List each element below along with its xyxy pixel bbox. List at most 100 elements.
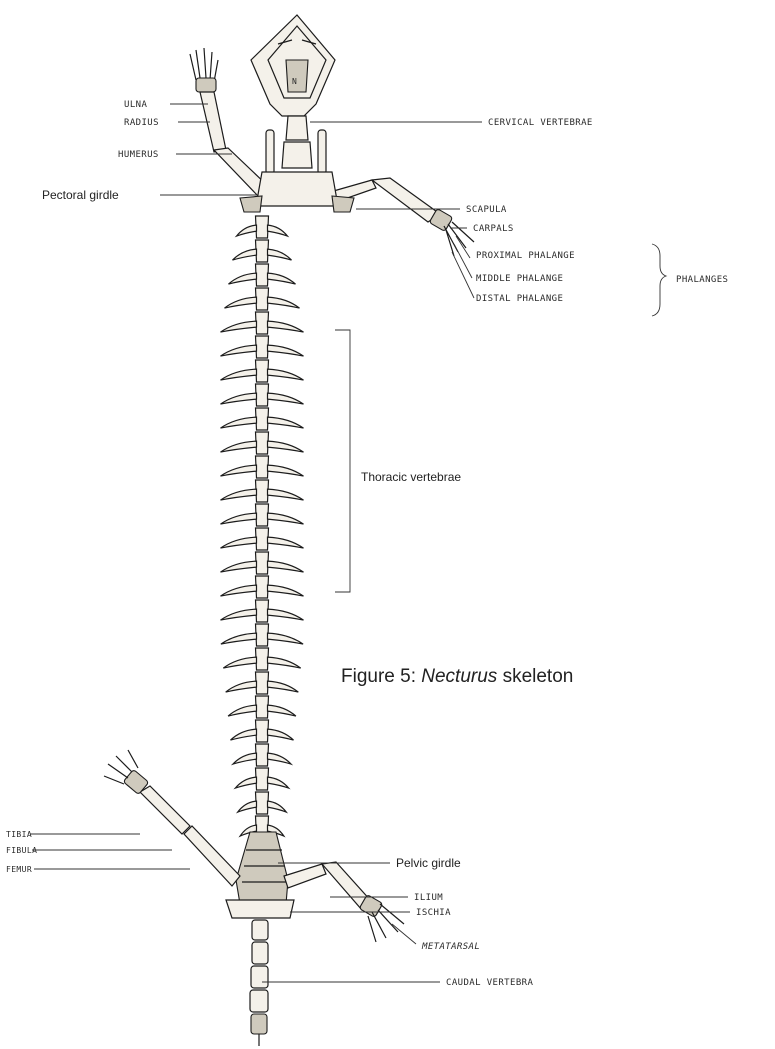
rib-right <box>268 417 304 428</box>
rib-right <box>268 321 304 332</box>
skull: N <box>251 15 335 116</box>
vertebra <box>256 720 269 742</box>
vertebra <box>256 648 269 670</box>
rib-left <box>231 729 257 740</box>
vertebra <box>256 576 269 598</box>
label-radius: RADIUS <box>124 118 159 128</box>
vertebra <box>256 624 269 646</box>
rib-left <box>233 753 257 764</box>
rib-right <box>268 753 292 764</box>
rib-left <box>226 681 257 692</box>
rib-left <box>233 249 257 260</box>
rib-right <box>268 729 294 740</box>
figure-caption: Figure 5: Necturus skeleton <box>341 666 573 688</box>
label-phalanges: PHALANGES <box>676 275 728 285</box>
rib-right <box>268 345 304 356</box>
rib-left <box>221 345 257 356</box>
rib-left <box>237 225 257 236</box>
vertebra <box>256 600 269 622</box>
rib-left <box>221 393 257 404</box>
label-fibula: FIBULA <box>6 846 37 855</box>
label-femur: FEMUR <box>6 865 32 874</box>
caption-suffix: skeleton <box>497 666 573 687</box>
rib-right <box>268 441 304 452</box>
rib-left <box>221 321 257 332</box>
rib-left <box>221 369 257 380</box>
right-forelimb <box>330 178 474 256</box>
vertebra <box>256 264 269 286</box>
vertebra <box>256 696 269 718</box>
label-humerus: HUMERUS <box>118 150 159 160</box>
vertebra <box>256 360 269 382</box>
vertebra <box>256 408 269 430</box>
vertebra <box>256 528 269 550</box>
rib-left <box>221 513 257 524</box>
vertebra <box>256 312 269 334</box>
vertebra <box>256 792 269 814</box>
caption-genus: Necturus <box>421 666 497 687</box>
vertebra <box>256 216 269 238</box>
label-ilium: ILIUM <box>414 893 443 903</box>
rib-left <box>221 585 257 596</box>
label-ischia: ISCHIA <box>416 908 451 918</box>
rib-left <box>221 441 257 452</box>
label-carpals: CARPALS <box>473 224 514 234</box>
rib-left <box>223 657 256 668</box>
rib-right <box>268 561 304 572</box>
left-hindlimb <box>104 750 240 886</box>
rib-right <box>268 465 304 476</box>
label-cervical-vertebrae: CERVICAL VERTEBRAE <box>488 118 593 128</box>
rib-right <box>268 777 289 788</box>
right-hindlimb <box>284 862 404 942</box>
rib-right <box>268 537 304 548</box>
rib-left <box>221 609 257 620</box>
label-thoracic-vertebrae: Thoracic vertebrae <box>361 470 461 484</box>
vertebra <box>256 336 269 358</box>
rib-right <box>268 705 296 716</box>
vertebra <box>256 240 269 262</box>
label-metatarsal: METATARSAL <box>421 942 480 952</box>
rib-right <box>268 225 288 236</box>
label-scapula: SCAPULA <box>466 205 507 215</box>
rib-left <box>235 777 256 788</box>
rib-left <box>229 273 257 284</box>
rib-right <box>268 513 304 524</box>
vertebra <box>256 456 269 478</box>
label-proximal-phalange: PROXIMAL PHALANGE <box>476 251 575 261</box>
rib-left <box>221 417 257 428</box>
label-pectoral-girdle: Pectoral girdle <box>42 188 119 202</box>
rib-right <box>268 489 304 500</box>
rib-right <box>268 681 299 692</box>
label-caudal-vertebra: CAUDAL VERTEBRA <box>446 978 533 988</box>
caudal-vertebrae-shape <box>250 920 268 1046</box>
svg-text:N: N <box>292 77 297 86</box>
label-middle-phalange: MIDDLE PHALANGE <box>476 274 563 284</box>
rib-left <box>221 633 257 644</box>
rib-right <box>268 585 304 596</box>
phalanges-brace <box>652 244 666 316</box>
label-tibia: TIBIA <box>6 830 32 839</box>
rib-left <box>221 537 257 548</box>
rib-left <box>221 465 257 476</box>
vertebra <box>256 768 269 790</box>
rib-right <box>268 369 304 380</box>
label-ulna: ULNA <box>124 100 147 110</box>
vertebra <box>256 744 269 766</box>
rib-left <box>238 801 257 812</box>
vertebra <box>256 432 269 454</box>
vertebra <box>256 288 269 310</box>
vertebral-column <box>221 216 304 838</box>
rib-right <box>268 297 300 308</box>
vertebra <box>256 480 269 502</box>
rib-right <box>268 609 304 620</box>
label-distal-phalange: DISTAL PHALANGE <box>476 294 563 304</box>
vertebra <box>256 504 269 526</box>
vertebra <box>256 384 269 406</box>
rib-right <box>268 657 301 668</box>
rib-left <box>228 705 256 716</box>
vertebra <box>256 672 269 694</box>
rib-left <box>225 297 257 308</box>
rib-left <box>221 561 257 572</box>
thoracic-bracket <box>335 330 350 592</box>
